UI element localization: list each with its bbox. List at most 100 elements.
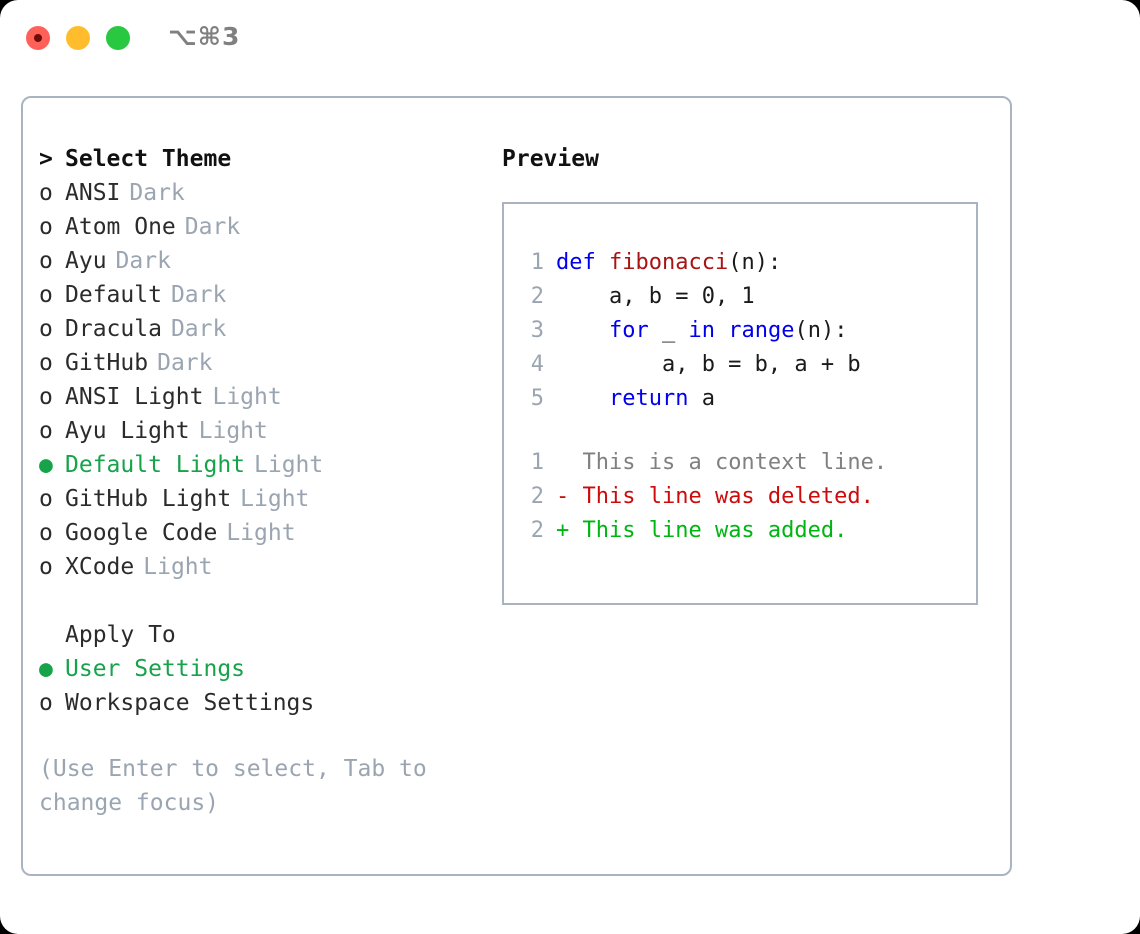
theme-option-label: Default: [65, 282, 162, 308]
keyboard-shortcut-label: ⌥⌘3: [168, 22, 241, 51]
theme-variant-badge: Light: [212, 384, 282, 410]
code-token-kw: def: [556, 250, 609, 275]
code-line: 5 return a: [522, 386, 968, 420]
theme-option-xcode[interactable]: o XCode Light: [39, 554, 479, 588]
diff-line-content: This line was added.: [569, 518, 848, 543]
apply-to-option-workspace-settings[interactable]: o Workspace Settings: [39, 690, 479, 724]
radio-unselected-icon: o: [39, 248, 53, 274]
code-token-plain: _: [648, 318, 689, 343]
code-line: 1 def fibonacci(n):: [522, 250, 968, 284]
diff-block: 1 This is a context line. 2- This line wa…: [522, 450, 968, 552]
theme-variant-badge: Light: [226, 520, 296, 546]
line-number: 2: [530, 484, 544, 509]
code-token-fn: fibonacci: [608, 250, 729, 275]
hint-spacer: [39, 724, 479, 752]
diff-line-content: This is a context line.: [569, 450, 888, 475]
theme-option-default-light[interactable]: ● Default Light Light: [39, 452, 479, 486]
theme-option-label: Ayu: [65, 248, 107, 274]
code-token-plain: [556, 318, 609, 343]
code-token-kw: for: [608, 318, 649, 343]
code-token-plain: a, b = 0, 1: [556, 284, 755, 309]
theme-variant-badge: Light: [198, 418, 268, 444]
apply-to-option-user-settings[interactable]: ● User Settings: [39, 656, 479, 690]
maximize-button[interactable]: [106, 26, 130, 50]
line-number: 1: [530, 250, 544, 275]
close-button[interactable]: [26, 26, 50, 50]
code-token-kw: range: [728, 318, 795, 343]
title-bar: ⌥⌘3: [0, 0, 1140, 78]
window-controls: [26, 26, 130, 50]
line-number: 1: [530, 450, 544, 475]
radio-unselected-icon: o: [39, 350, 53, 376]
theme-variant-badge: Dark: [170, 316, 227, 342]
code-line-content: for _ in range(n):: [556, 318, 847, 343]
line-number: 4: [530, 352, 544, 377]
code-line: 2 a, b = 0, 1: [522, 284, 968, 318]
code-token-plain: (n):: [728, 250, 782, 275]
apply-to-header: Apply To: [39, 622, 479, 656]
radio-unselected-icon: o: [39, 486, 53, 512]
code-diff-separator: [522, 420, 968, 450]
code-line: 4 a, b = b, a + b: [522, 352, 968, 386]
diff-sign: -: [556, 484, 570, 509]
radio-selected-icon: ●: [39, 452, 53, 478]
radio-unselected-icon: o: [39, 384, 53, 410]
theme-option-label: ANSI: [65, 180, 121, 206]
radio-unselected-icon: o: [39, 180, 53, 206]
code-token-plain: a, b = b, a + b: [556, 352, 861, 377]
theme-option-google-code[interactable]: o Google Code Light: [39, 520, 479, 554]
diff-sign: [556, 450, 569, 475]
theme-variant-badge: Dark: [157, 350, 213, 376]
line-number: 5: [530, 386, 544, 411]
theme-option-label: GitHub Light: [65, 486, 232, 512]
minimize-button[interactable]: [66, 26, 90, 50]
theme-option-ansi[interactable]: o ANSI Dark: [39, 180, 479, 214]
code-line-content: a, b = b, a + b: [556, 352, 861, 377]
theme-option-label: GitHub: [65, 350, 149, 376]
preview-title: Preview: [502, 146, 599, 172]
select-theme-title: Select Theme: [65, 146, 232, 172]
code-token-plain: (n):: [794, 318, 848, 343]
radio-selected-icon: ●: [39, 656, 53, 682]
code-line: 3 for _ in range(n):: [522, 318, 968, 352]
code-token-plain: [715, 318, 728, 343]
theme-variant-badge: Light: [143, 554, 213, 580]
radio-unselected-icon: o: [39, 520, 53, 546]
radio-unselected-icon: o: [39, 418, 53, 444]
keyboard-hint-text: (Use Enter to select, Tab to change focu…: [39, 756, 441, 816]
radio-unselected-icon: o: [39, 554, 53, 580]
line-number: 2: [530, 284, 544, 309]
code-token-plain: a: [688, 386, 715, 411]
diff-line-del: 2- This line was deleted.: [522, 484, 968, 518]
theme-option-label: Default Light: [65, 452, 246, 478]
theme-option-github[interactable]: o GitHub Dark: [39, 350, 479, 384]
apply-to-option-label: User Settings: [65, 656, 246, 682]
theme-variant-badge: Dark: [129, 180, 185, 206]
radio-unselected-icon: o: [39, 282, 53, 308]
list-spacer: [39, 588, 479, 622]
theme-option-label: Google Code: [65, 520, 218, 546]
prompt-caret-icon: >: [39, 146, 53, 172]
radio-unselected-icon: o: [39, 690, 53, 716]
radio-unselected-icon: o: [39, 214, 53, 240]
theme-option-label: Dracula: [65, 316, 162, 342]
code-token-kw: in: [688, 318, 715, 343]
code-line-content: return a: [556, 386, 715, 411]
theme-variant-badge: Dark: [184, 214, 241, 240]
apply-to-option-label: Workspace Settings: [65, 690, 315, 716]
theme-variant-badge: Light: [254, 452, 324, 478]
diff-sign: +: [556, 518, 570, 543]
theme-option-label: XCode: [65, 554, 135, 580]
